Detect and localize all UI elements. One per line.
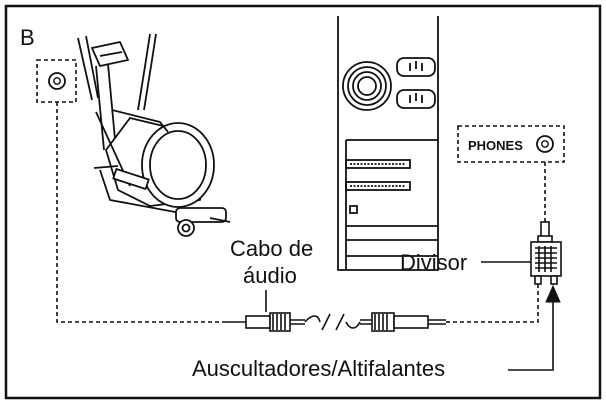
diagram-frame bbox=[6, 6, 600, 398]
phones-label: PHONES bbox=[468, 138, 523, 153]
splitter-label: Divisor bbox=[400, 250, 467, 275]
speakers-label: Auscultadores/Altifalantes bbox=[192, 356, 445, 381]
audio-cable-label-line1: Cabo de bbox=[230, 236, 313, 261]
panel-letter: B bbox=[20, 25, 35, 50]
computer-tower-rear-icon bbox=[338, 16, 438, 270]
audio-cable-label-line2: áudio bbox=[243, 263, 297, 288]
